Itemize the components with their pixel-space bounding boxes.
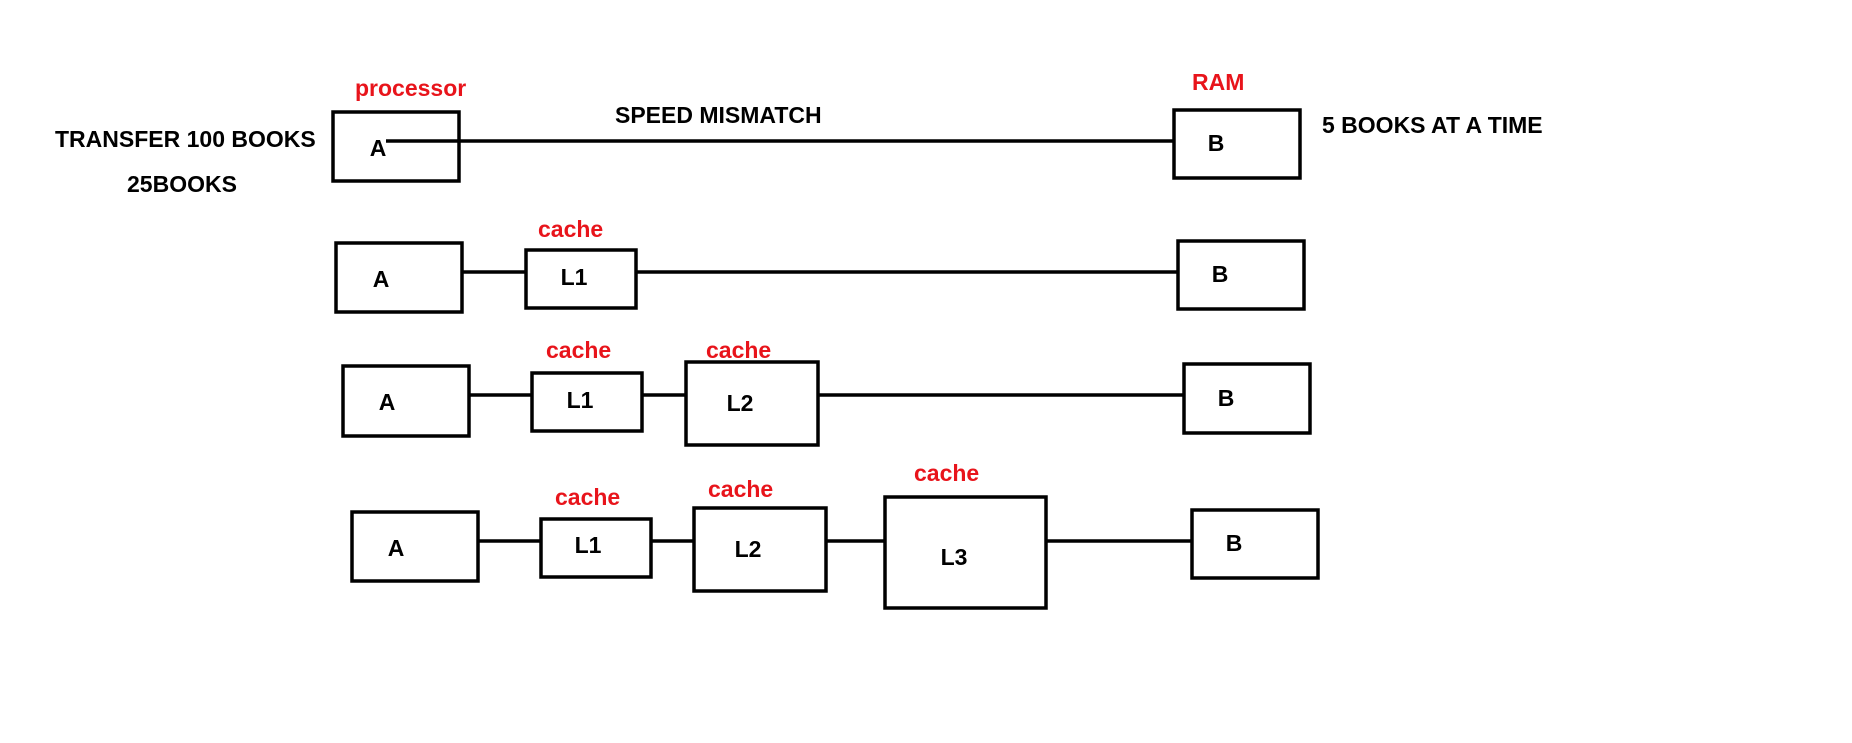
speed-mismatch-note: SPEED MISMATCH	[615, 102, 822, 128]
box-b-row2	[1176, 239, 1306, 311]
box-label-l2-row4: L2	[735, 536, 762, 562]
box-label-a-row3: A	[379, 389, 396, 415]
box-label-l1-row2: L1	[561, 264, 588, 290]
box-label-b-row4: B	[1226, 530, 1243, 556]
box-l3-row4	[883, 495, 1048, 610]
processor-label: processor	[355, 75, 466, 101]
box-l1-row4	[539, 517, 653, 579]
rate-b-note: 5 BOOKS AT A TIME	[1322, 112, 1543, 138]
box-l2-row3	[684, 360, 820, 447]
cache-label-row4-l1: cache	[555, 484, 620, 510]
box-label-l3-row4: L3	[941, 544, 968, 570]
transfer-note: TRANSFER 100 BOOKS	[55, 126, 316, 152]
box-label-a-row1: A	[370, 135, 387, 161]
box-b-row3	[1182, 362, 1312, 435]
box-a-row2	[334, 241, 464, 314]
box-label-l2-row3: L2	[727, 390, 754, 416]
box-a-row1	[331, 110, 461, 183]
box-l1-row3	[530, 371, 644, 433]
box-a-row4	[350, 510, 480, 583]
ram-label: RAM	[1192, 69, 1244, 95]
box-label-a-row4: A	[388, 535, 405, 561]
box-l2-row4	[692, 506, 828, 593]
box-label-l1-row3: L1	[567, 387, 594, 413]
box-b-row1	[1172, 108, 1302, 180]
box-a-row3	[341, 364, 471, 438]
rate-a-note: 25BOOKS	[127, 171, 237, 197]
box-label-b-row3: B	[1218, 385, 1235, 411]
cache-label-row4-l2: cache	[708, 476, 773, 502]
box-label-b-row1: B	[1208, 130, 1225, 156]
box-b-row4	[1190, 508, 1320, 580]
cache-label-row3-l1: cache	[546, 337, 611, 363]
box-label-l1-row4: L1	[575, 532, 602, 558]
box-label-b-row2: B	[1212, 261, 1229, 287]
cache-label-row2-l1: cache	[538, 216, 603, 242]
box-label-a-row2: A	[373, 266, 390, 292]
cache-label-row4-l3: cache	[914, 460, 979, 486]
cache-label-row3-l2: cache	[706, 337, 771, 363]
box-l1-row2	[524, 248, 638, 310]
